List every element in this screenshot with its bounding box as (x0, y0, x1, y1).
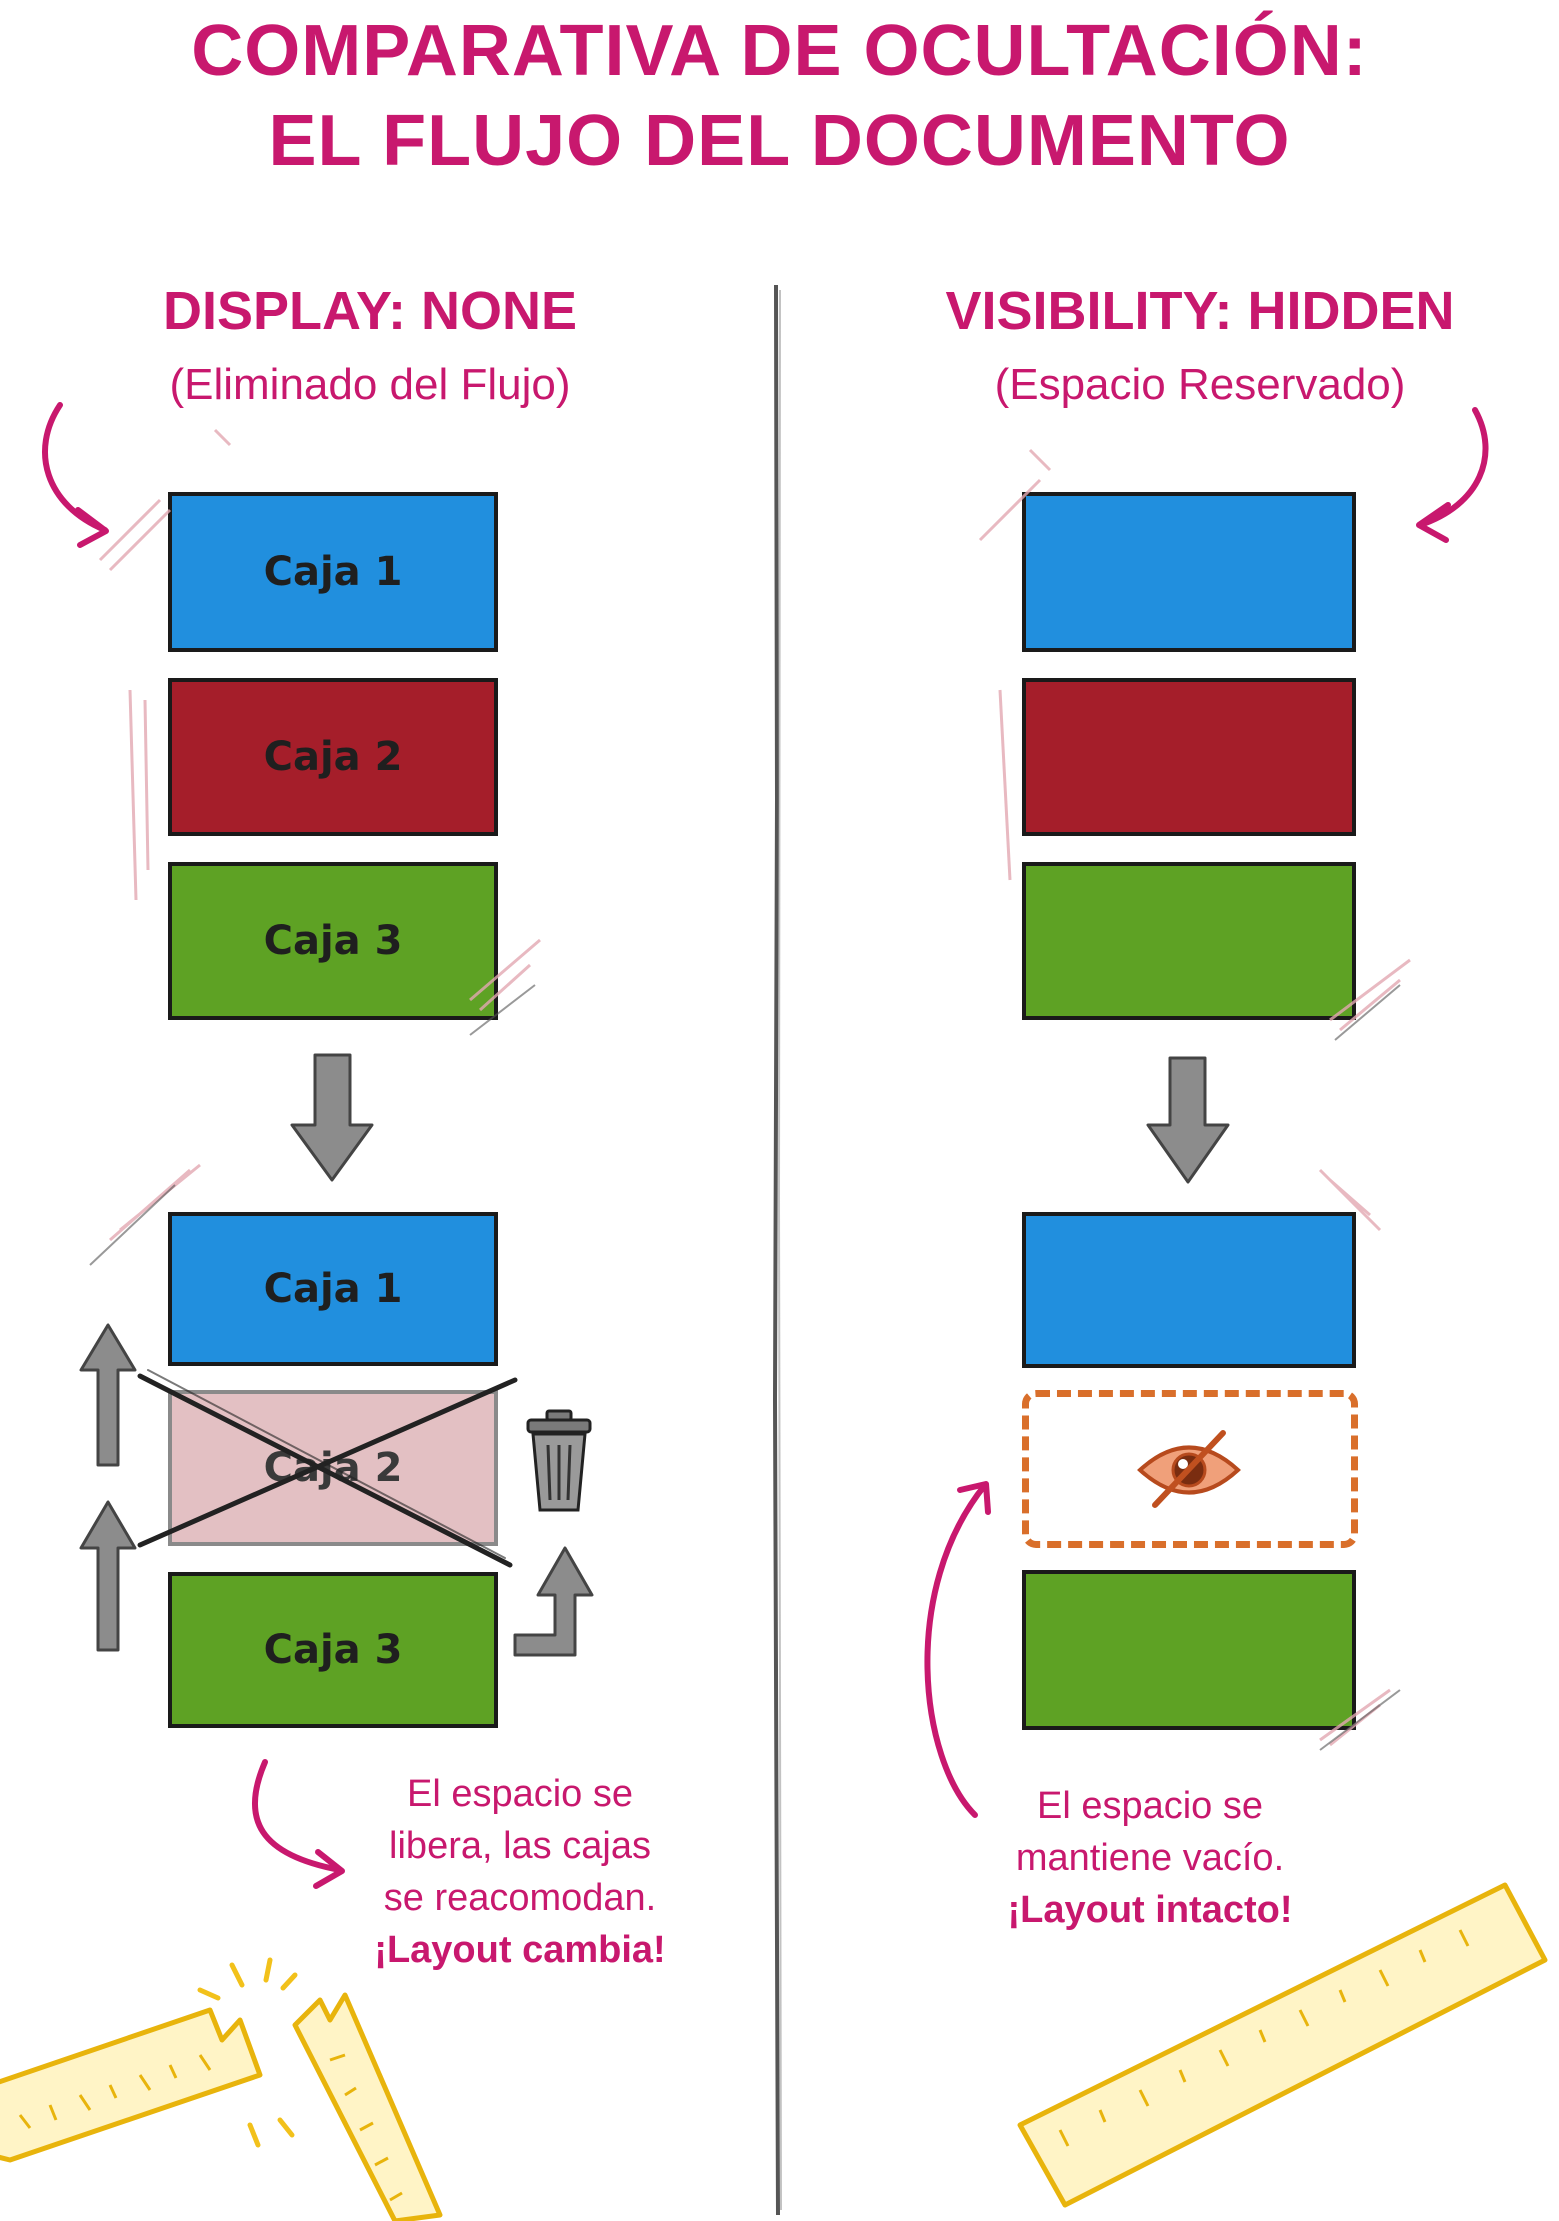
left-before-box-3: Caja 3 (168, 862, 498, 1020)
left-after-box-1: Caja 1 (168, 1212, 498, 1366)
right-subheading: (Espacio Reservado) (994, 360, 1406, 409)
hook-arrow-icon (513, 1546, 594, 1657)
right-note: El espacio se mantiene vacío. ¡Layout in… (1007, 1785, 1293, 1931)
right-after-box-1 (1022, 1212, 1356, 1368)
up-arrow-icon-1 (79, 1323, 137, 1467)
left-subheading: (Eliminado del Flujo) (169, 360, 571, 409)
right-before-box-1 (1022, 492, 1356, 652)
left-note-arrow-icon (251, 1759, 345, 1889)
left-before-box-1: Caja 1 (168, 492, 498, 652)
left-down-arrow-icon (290, 1053, 374, 1182)
left-curved-arrow-icon (42, 402, 109, 548)
right-heading: VISIBILITY: HIDDEN (945, 281, 1455, 341)
left-before-box-2: Caja 2 (168, 678, 498, 836)
left-after-box-2-removed: Caja 2 (168, 1390, 498, 1546)
right-after-box-3 (1022, 1570, 1356, 1730)
break-burst (197, 1957, 298, 2148)
trash-icon (526, 1409, 592, 1512)
right-down-arrow-icon (1146, 1056, 1230, 1184)
title-line-1: COMPARATIVA DE OCULTACIÓN: (191, 11, 1368, 91)
broken-ruler-icon (0, 1992, 443, 2221)
right-curved-arrow-icon (1416, 407, 1489, 543)
right-before-box-2 (1022, 678, 1356, 836)
right-before-box-3 (1022, 862, 1356, 1020)
left-heading: DISPLAY: NONE (162, 281, 578, 341)
title-line-2: EL FLUJO DEL DOCUMENTO (268, 101, 1291, 181)
left-after-box-3: Caja 3 (168, 1572, 498, 1728)
up-arrow-icon-2 (79, 1500, 137, 1652)
right-after-box-2-hidden (1022, 1390, 1358, 1548)
right-note-arrow-icon (924, 1481, 991, 1818)
left-note: El espacio se libera, las cajas se reaco… (374, 1773, 666, 1971)
